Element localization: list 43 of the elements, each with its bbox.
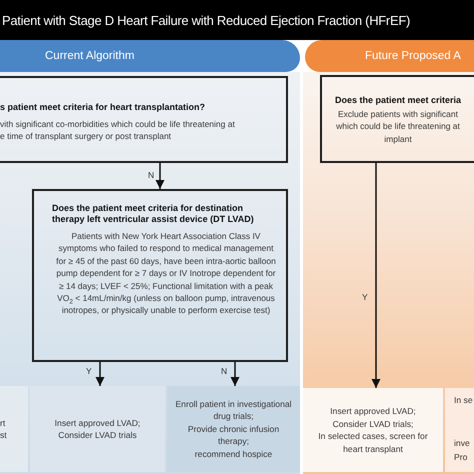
criteria-text: vith significant co-morbidities which could be life threatening at: [0, 118, 235, 130]
column-tab: [305, 40, 474, 72]
outcome-cell: [167, 386, 300, 472]
arrow: [230, 362, 240, 386]
outcome-text: Enroll patient in investigational drug trials;: [174, 398, 293, 423]
tab-title: Future Proposed A: [365, 50, 461, 62]
header-title: Patient with Stage D Heart Failure with Reduced Ejection Fraction (HFrEF): [2, 12, 410, 28]
outcome-text: Insert approved LVAD;: [54, 416, 140, 429]
decision-box: [0, 76, 288, 163]
criteria-text: Exclude patients with significant: [338, 108, 458, 120]
edge-label: N: [148, 170, 154, 180]
criteria-text: implant: [384, 132, 412, 146]
criteria-text: Patients with New York Heart Association Class IV symptoms who failed to respond to medical management for ≥ 45 of the past 60 days, have been intra-aortic balloon pump dependent for ≥ 7 days or IV Inotrope dependent for ≥ 14 days; LVEF < 25%; Functional limitation with a peak VO$_{2}$ < 14mL/min/kg (unless on balloon pump, intravenous inotropes, or physically unable to perform exercise test): [55, 230, 277, 317]
criteria-text: e time of transplant surgery or post transplant: [0, 130, 172, 143]
edge-label: Y: [362, 292, 368, 302]
outcome-text: In se: [454, 394, 473, 406]
outcome-text: Pro: [454, 451, 468, 464]
outcome-text: Consider LVAD trials;: [332, 418, 414, 430]
edge-label: N: [221, 366, 228, 376]
arrow: [372, 163, 380, 388]
question-text: Does the patient meet criteria: [334, 95, 462, 106]
outcome-text: Insert approved LVAD;: [330, 405, 416, 418]
arrow: [96, 362, 104, 386]
outcome-text: recommend hospice: [194, 448, 272, 460]
header-band: [0, 0, 474, 40]
outcome-cell: [303, 388, 443, 472]
question-text: Does the patient meet criteria for destination therapy left ventricular assist device (DT LVAD): [52, 203, 255, 225]
decision-box: [32, 189, 288, 362]
tab-title: Current Algorithm: [45, 50, 134, 62]
question-text: s patient meet criteria for heart transplantation?: [0, 102, 206, 113]
arrow: [156, 163, 164, 189]
outcome-cell: [445, 388, 474, 472]
edge-label: Y: [86, 366, 92, 376]
outcome-text: Provide chronic infusion therapy;: [186, 422, 280, 448]
outcome-text: st: [0, 429, 7, 442]
outcome-text: In selected cases, screen for heart transplant: [317, 430, 429, 455]
outcome-cell: [30, 386, 165, 472]
decision-box: [320, 75, 474, 163]
outcome-text: inve: [454, 436, 470, 449]
criteria-text: which could be life threatening at: [336, 120, 460, 133]
outcome-text: rt: [0, 416, 6, 429]
outcome-text: Consider LVAD trials: [58, 429, 137, 442]
column-tab: [0, 40, 300, 72]
